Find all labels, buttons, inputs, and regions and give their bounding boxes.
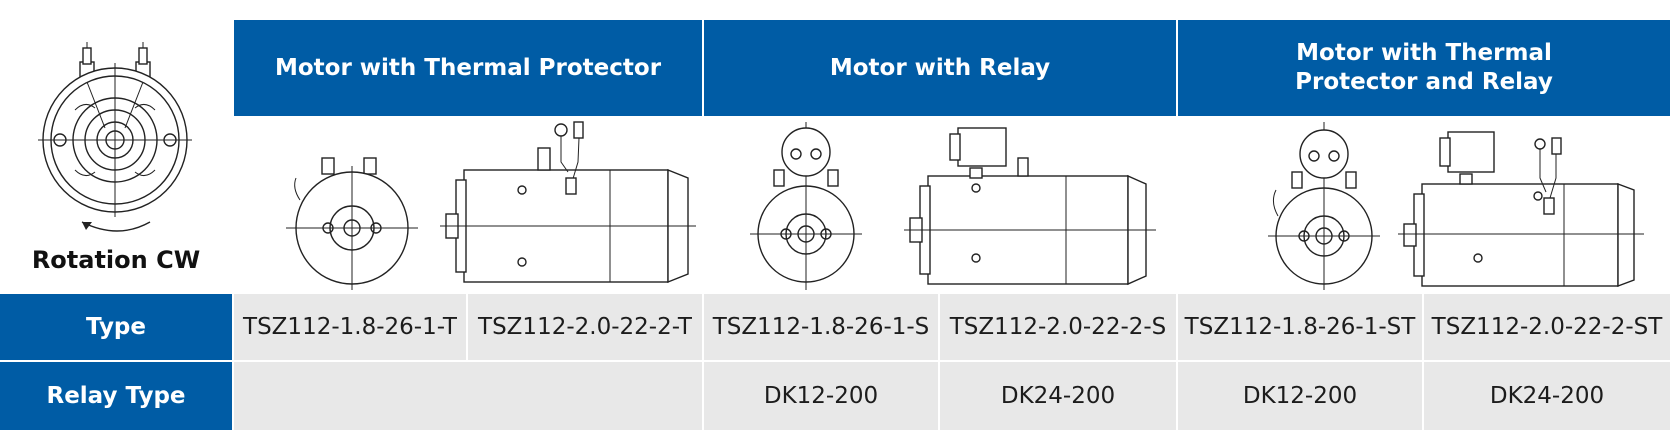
type-cell-2: TSZ112-2.0-22-2-T	[468, 294, 702, 360]
type-value: TSZ112-1.8-26-1-T	[243, 314, 457, 340]
drawing-thermal-protector	[234, 118, 702, 292]
type-cell-3: TSZ112-1.8-26-1-S	[704, 294, 938, 360]
header-label: Motor with Relay	[829, 54, 1051, 81]
relay-type-cell-empty	[234, 362, 702, 430]
row-label: Relay Type	[46, 383, 186, 409]
relay-type-value: DK24-200	[1489, 383, 1605, 409]
header-thermal-protector: Motor with Thermal Protector	[234, 20, 702, 116]
header-label: Motor with Thermal Protector and Relay	[1295, 40, 1553, 95]
relay-type-cell-2: DK24-200	[940, 362, 1176, 430]
rotation-drawing-cell: Rotation CW	[0, 0, 232, 292]
drawing-thermal-protector-and-relay	[1178, 118, 1670, 292]
drawing-relay	[704, 118, 1176, 292]
motor-front-view-drawing	[38, 42, 192, 232]
row-label-relay-type: Relay Type	[0, 362, 232, 430]
relay-type-value: DK24-200	[1000, 383, 1116, 409]
relay-type-cell-1: DK12-200	[704, 362, 938, 430]
type-cell-1: TSZ112-1.8-26-1-T	[234, 294, 466, 360]
rotation-label: Rotation CW	[31, 246, 201, 274]
type-value: TSZ112-1.8-26-1-ST	[1184, 314, 1416, 340]
type-value: TSZ112-1.8-26-1-S	[712, 314, 930, 340]
relay-type-value: DK12-200	[1242, 383, 1358, 409]
type-cell-6: TSZ112-2.0-22-2-ST	[1424, 294, 1670, 360]
header-relay: Motor with Relay	[704, 20, 1176, 116]
relay-type-value: DK12-200	[763, 383, 879, 409]
motor-relay-drawing	[750, 122, 1156, 290]
type-cell-5: TSZ112-1.8-26-1-ST	[1178, 294, 1422, 360]
header-label: Motor with Thermal Protector	[274, 54, 662, 81]
type-value: TSZ112-2.0-22-2-ST	[1431, 314, 1663, 340]
row-label-type: Type	[0, 294, 232, 360]
rotation-arrow-icon	[81, 221, 151, 232]
relay-type-cell-4: DK24-200	[1424, 362, 1670, 430]
motor-thermal-protector-drawing	[286, 121, 696, 290]
type-value: TSZ112-2.0-22-2-T	[478, 314, 692, 340]
relay-type-cell-3: DK12-200	[1178, 362, 1422, 430]
motor-thermal-protector-relay-drawing	[1268, 122, 1644, 290]
header-thermal-protector-and-relay: Motor with Thermal Protector and Relay	[1178, 20, 1670, 116]
type-value: TSZ112-2.0-22-2-S	[949, 314, 1167, 340]
type-cell-4: TSZ112-2.0-22-2-S	[940, 294, 1176, 360]
row-label: Type	[85, 314, 146, 340]
